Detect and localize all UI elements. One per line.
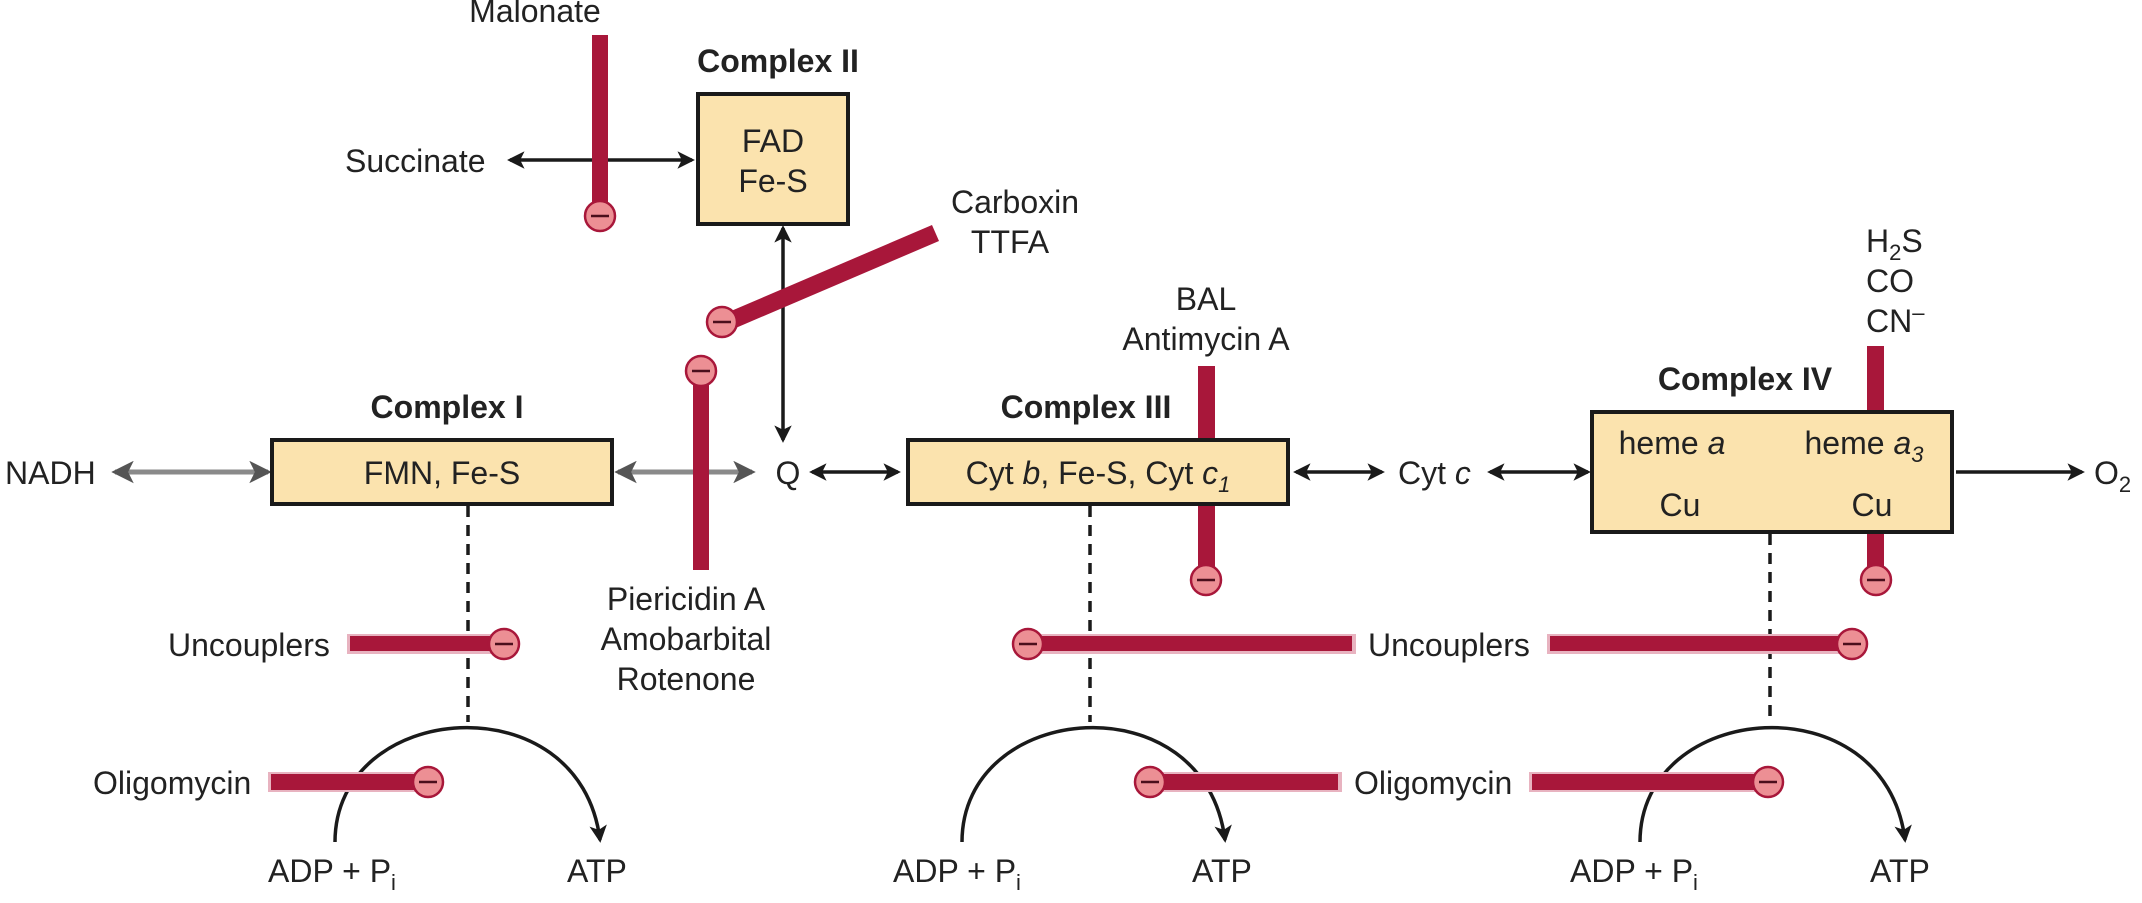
- rotenone-label: Rotenone: [617, 661, 756, 697]
- oligomycin-left-minus-icon: [411, 765, 445, 799]
- cyanide-bar-top: [1867, 346, 1884, 410]
- succinate-label: Succinate: [345, 143, 486, 179]
- cytc-label: Cyt c: [1398, 455, 1471, 491]
- bal-label: BAL: [1176, 281, 1236, 317]
- co-label: CO: [1866, 263, 1914, 299]
- complex-i-box: [270, 438, 614, 506]
- adp-label-2: ADP + Pi: [893, 853, 1021, 895]
- antimycin-label: Antimycin A: [1122, 321, 1290, 357]
- atp-label-3: ATP: [1870, 853, 1930, 889]
- cu-left-label: Cu: [1660, 487, 1701, 523]
- uncouplers-right-minus-icon: [1835, 627, 1869, 661]
- uncouplers-mid-minus-icon: [1011, 627, 1045, 661]
- carboxin-minus-icon: [705, 305, 739, 339]
- oligomycin-bar-mid: [1152, 774, 1338, 790]
- oligomycin-bar-left: [271, 774, 429, 790]
- complex-iii-box: [906, 438, 1290, 506]
- ttfa-label: TTFA: [971, 224, 1050, 260]
- uncouplers-bar-left: [350, 636, 504, 651]
- complex-ii-fad: FAD: [742, 123, 804, 159]
- malonate-minus-icon: [583, 199, 617, 233]
- carboxin-label: Carboxin: [951, 184, 1079, 220]
- malonate-label: Malonate: [469, 0, 601, 29]
- carboxin-inhibitor-bar: [724, 225, 939, 330]
- amobarbital-label: Amobarbital: [601, 621, 772, 657]
- complex-iv-box: [1590, 410, 1954, 534]
- atp-label-1: ATP: [567, 853, 627, 889]
- cyanide-minus-icon: [1859, 563, 1893, 597]
- complex-iii-content: Cyt b, Fe-S, Cyt c1: [966, 455, 1231, 497]
- antimycin-bar-top: [1198, 366, 1215, 438]
- oligomycin-label-left: Oligomycin: [93, 765, 251, 801]
- heme-a3-label: heme a3: [1805, 425, 1925, 467]
- antimycin-minus-icon: [1189, 563, 1223, 597]
- heme-a-label: heme a: [1619, 425, 1726, 461]
- rotenone-inhibitor-bar: [693, 375, 709, 570]
- complex-i-content: FMN, Fe-S: [364, 455, 520, 491]
- complex-iii-title: Complex III: [1001, 389, 1172, 425]
- uncouplers-left-minus-icon: [487, 627, 521, 661]
- oligomycin-right-minus-icon: [1751, 765, 1785, 799]
- uncouplers-label-right: Uncouplers: [1368, 627, 1530, 663]
- uncouplers-bar-right: [1550, 636, 1854, 651]
- oligomycin-mid-minus-icon: [1133, 765, 1167, 799]
- oligomycin-bar-right: [1532, 774, 1764, 790]
- atp-label-2: ATP: [1192, 853, 1252, 889]
- piericidin-label: Piericidin A: [607, 581, 766, 617]
- adp-label-1: ADP + Pi: [268, 853, 396, 895]
- uncouplers-label-left: Uncouplers: [168, 627, 330, 663]
- o2-label: O2: [2094, 455, 2131, 497]
- cn-label: CN–: [1866, 300, 1925, 339]
- rotenone-minus-icon: [684, 354, 718, 388]
- oligomycin-label-right: Oligomycin: [1354, 765, 1512, 801]
- complex-iv-title: Complex IV: [1658, 361, 1833, 397]
- complex-i-title: Complex I: [371, 389, 524, 425]
- complex-ii-title: Complex II: [697, 43, 859, 79]
- adp-label-3: ADP + Pi: [1570, 853, 1698, 895]
- complex-ii-fes: Fe-S: [738, 163, 807, 199]
- h2s-label: H2S: [1866, 223, 1923, 265]
- q-label: Q: [776, 455, 801, 491]
- uncouplers-bar-mid: [1028, 636, 1352, 651]
- cu-right-label: Cu: [1852, 487, 1893, 523]
- malonate-inhibitor-bar: [592, 35, 608, 213]
- complex-ii-box: [696, 92, 850, 226]
- nadh-label: NADH: [5, 455, 96, 491]
